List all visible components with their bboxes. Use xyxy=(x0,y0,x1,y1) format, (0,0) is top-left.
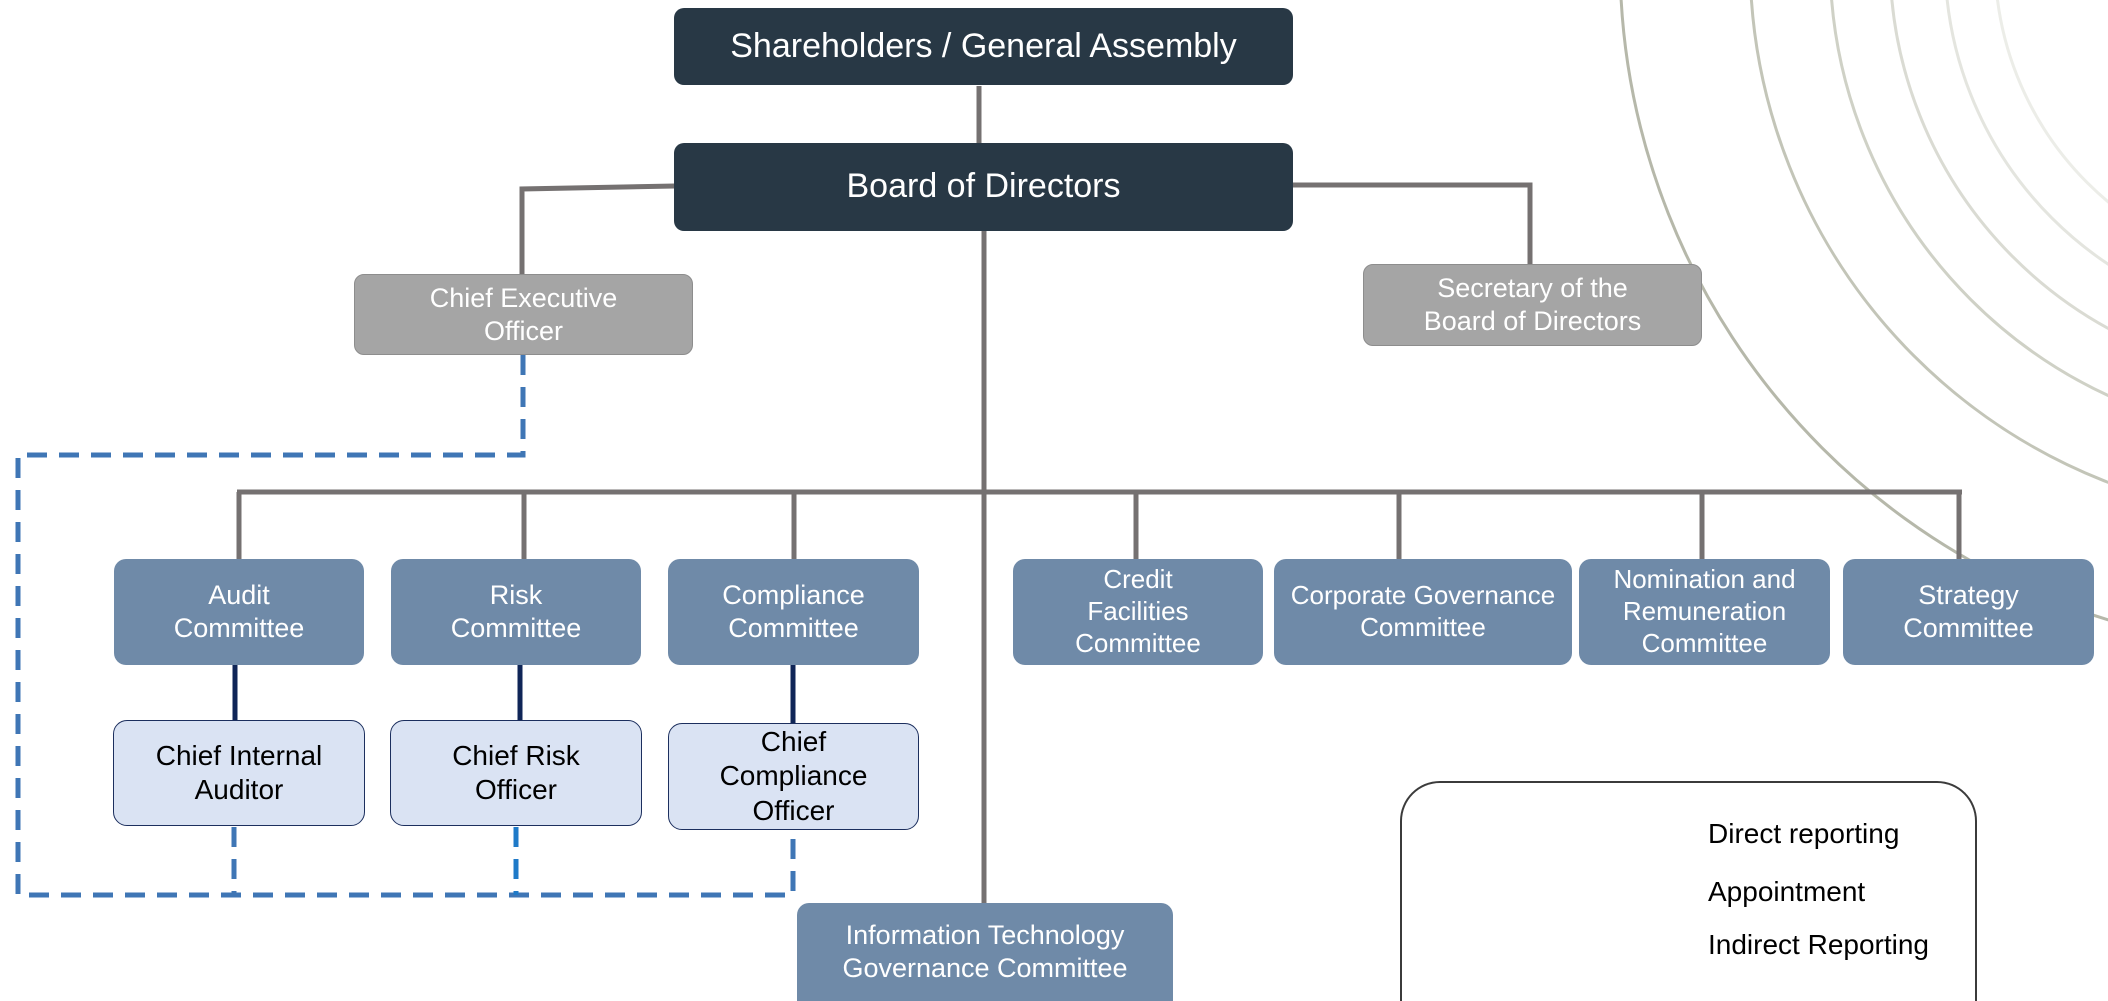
chief-risk-officer-box: Chief Risk Officer xyxy=(390,720,642,826)
risk-committee-box: Risk Committee xyxy=(391,559,641,665)
legend-direct-label: Direct reporting xyxy=(1708,818,1900,849)
ceo-box: Chief Executive Officer xyxy=(354,274,693,355)
legend-indirect-label: Indirect Reporting xyxy=(1708,929,1930,960)
strategy-committee-box: Strategy Committee xyxy=(1843,559,2094,665)
credit-committee-box: Credit Facilities Committee xyxy=(1013,559,1263,665)
shareholders-box: Shareholders / General Assembly xyxy=(674,8,1293,85)
board-of-directors-box: Board of Directors xyxy=(674,143,1293,231)
corporate-governance-committee-box: Corporate Governance Committee xyxy=(1274,559,1572,665)
indirect-reporting-lines xyxy=(15,355,796,898)
appointment-lines xyxy=(236,86,1962,903)
legend-appointment-label: Appointment xyxy=(1708,876,1866,907)
nomination-committee-box: Nomination and Remuneration Committee xyxy=(1579,559,1830,665)
secretary-box: Secretary of the Board of Directors xyxy=(1363,264,1702,346)
chief-internal-auditor-box: Chief Internal Auditor xyxy=(113,720,365,826)
direct-reporting-lines xyxy=(232,664,796,723)
chief-compliance-officer-box: Chief Compliance Officer xyxy=(668,723,919,830)
compliance-committee-box: Compliance Committee xyxy=(668,559,919,665)
it-governance-committee-box: Information Technology Governance Commit… xyxy=(797,903,1173,1001)
legend-box xyxy=(1400,781,1977,1001)
audit-committee-box: Audit Committee xyxy=(114,559,364,665)
